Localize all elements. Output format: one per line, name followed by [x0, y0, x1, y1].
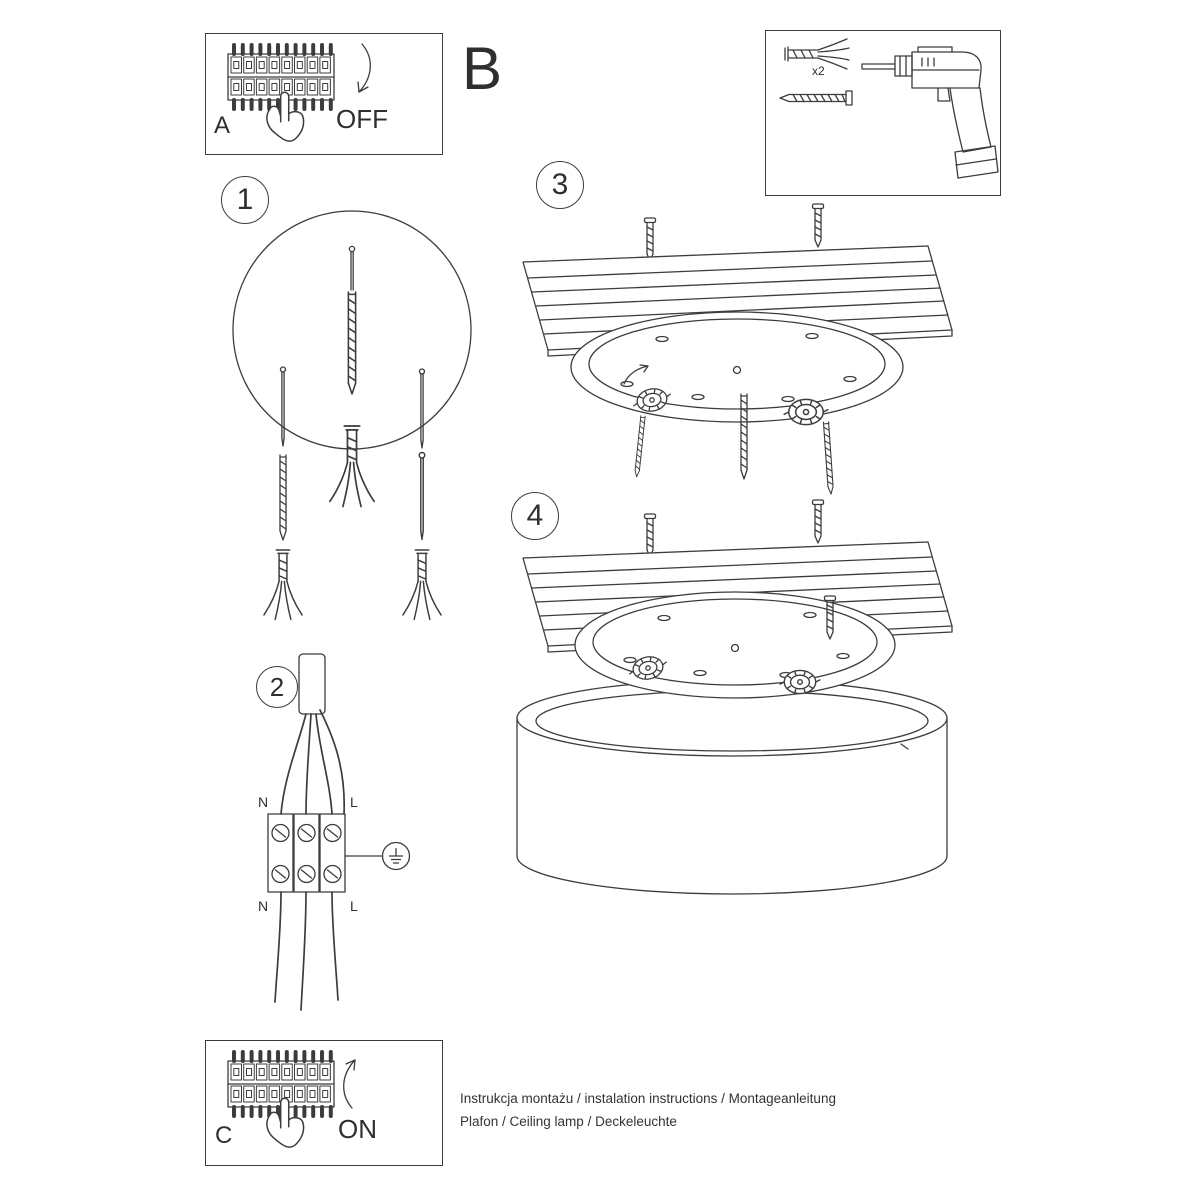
drum-shade-icon	[516, 679, 948, 895]
step-4-number: 4	[511, 492, 559, 540]
rotate-arrow-icon	[623, 364, 649, 385]
drill-icon	[861, 46, 999, 179]
step1-anchor-diagram	[232, 210, 472, 621]
nail-icon	[418, 451, 426, 541]
section-b-label: B	[462, 35, 503, 102]
wall-anchor-icon	[402, 549, 442, 621]
step3-mounting-diagram	[522, 203, 953, 495]
step-1-number: 1	[221, 176, 269, 224]
breaker-panel-off-icon	[226, 43, 371, 142]
screw-icon	[779, 90, 853, 106]
wall-anchor-icon	[329, 425, 375, 508]
threaded-rod-icon	[347, 291, 357, 395]
step2-wiring-diagram	[267, 653, 411, 1011]
tools-box	[765, 30, 1001, 196]
nail-icon	[279, 366, 287, 447]
wire-l-bottom-label: L	[350, 898, 358, 914]
arrow-on-icon	[343, 1059, 356, 1109]
wire-l-top-label: L	[350, 794, 358, 810]
breaker-panel-on-icon	[226, 1050, 356, 1148]
wire-n-bottom-label: N	[258, 898, 269, 914]
screw-icon	[643, 217, 657, 262]
footer-line-1: Instrukcja montażu / instalation instruc…	[460, 1091, 836, 1106]
anchor-qty-label: x2	[812, 64, 825, 78]
screw-icon	[643, 513, 657, 558]
threaded-rod-icon	[279, 454, 287, 541]
power-off-box	[205, 33, 443, 155]
terminal-block-icon	[267, 813, 346, 893]
tools-icons	[779, 38, 999, 179]
wall-anchor-icon	[263, 549, 303, 621]
nail-icon	[418, 368, 426, 449]
footer-text: Instrukcja montażu / instalation instruc…	[460, 1088, 836, 1133]
box-c-label: C	[215, 1122, 233, 1149]
threaded-rod-icon	[633, 415, 646, 478]
on-label: ON	[338, 1114, 377, 1144]
box-a-label: A	[214, 112, 231, 139]
step4-shade-diagram	[516, 499, 953, 895]
cable-sheath-icon	[298, 653, 326, 715]
off-label: OFF	[336, 104, 388, 134]
wall-anchor-icon	[784, 38, 850, 70]
ground-symbol-icon	[344, 841, 411, 871]
screw-icon	[811, 203, 825, 248]
wire-n-top-label: N	[258, 794, 269, 810]
step-2-number: 2	[256, 666, 298, 708]
footer-line-2: Plafon / Ceiling lamp / Deckeleuchte	[460, 1113, 677, 1129]
arrow-off-icon	[357, 43, 371, 93]
power-on-box	[205, 1040, 443, 1166]
threaded-rod-icon	[822, 421, 835, 495]
screw-icon	[811, 499, 825, 544]
step-3-number: 3	[536, 161, 584, 209]
